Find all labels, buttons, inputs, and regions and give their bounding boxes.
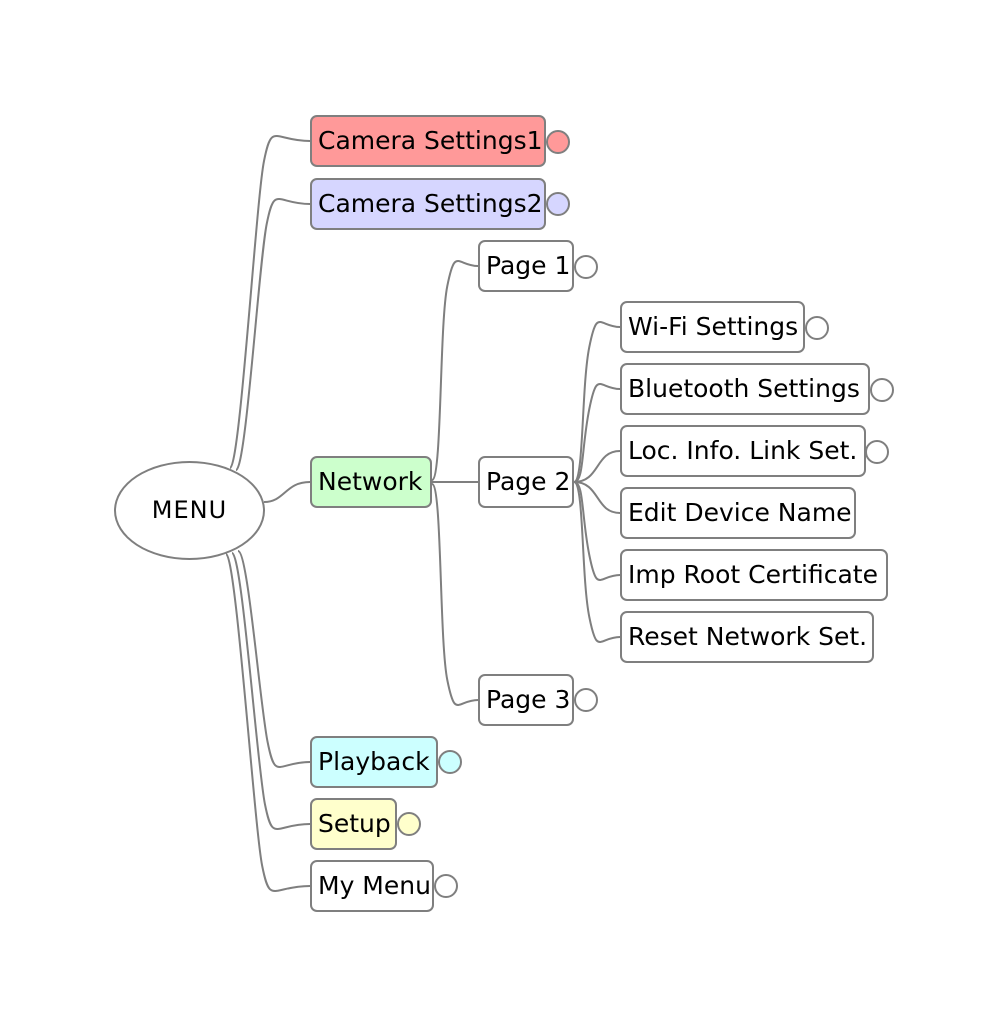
link-page-2-bluetooth-settings (573, 383, 621, 483)
node-camera-settings1[interactable]: Camera Settings1 (310, 115, 546, 167)
link-page-2-edit-device-name (573, 481, 621, 514)
node-playback[interactable]: Playback (310, 736, 438, 788)
node-page-3[interactable]: Page 3 (478, 674, 574, 726)
node-imp-root-certificate[interactable]: Imp Root Certificate (620, 549, 888, 601)
node-page-1[interactable]: Page 1 (478, 240, 574, 292)
node-wifi-settings[interactable]: Wi-Fi Settings (620, 301, 805, 353)
link-menu-camera-settings1 (229, 135, 311, 469)
node-setup[interactable]: Setup (310, 798, 397, 850)
expand-toggle-setup[interactable] (397, 812, 421, 836)
node-loc-info-link-set[interactable]: Loc. Info. Link Set. (620, 425, 866, 477)
expand-toggle-my-menu[interactable] (434, 874, 458, 898)
expand-toggle-playback[interactable] (438, 750, 462, 774)
expand-toggle-page-3[interactable] (574, 688, 598, 712)
node-network[interactable]: Network (310, 456, 432, 508)
link-menu-network (263, 481, 311, 503)
link-network-page-1 (431, 260, 479, 481)
link-network-page-3 (431, 483, 479, 706)
expand-toggle-page-1[interactable] (574, 255, 598, 279)
link-page-2-reset-network-set (573, 481, 621, 643)
root-node-menu[interactable]: MENU (114, 461, 265, 560)
link-menu-my-menu (225, 553, 311, 892)
link-menu-camera-settings2 (235, 198, 311, 471)
node-edit-device-name[interactable]: Edit Device Name (620, 487, 856, 539)
node-my-menu[interactable]: My Menu (310, 860, 434, 912)
link-page-2-wifi-settings (573, 321, 621, 483)
link-page-2-loc-info-link-set (573, 450, 621, 483)
expand-toggle-loc-info-link-set[interactable] (865, 440, 889, 464)
expand-toggle-camera-settings1[interactable] (546, 130, 570, 154)
node-page-2[interactable]: Page 2 (478, 456, 574, 508)
link-page-2-imp-root-certificate (573, 481, 621, 581)
node-camera-settings2[interactable]: Camera Settings2 (310, 178, 546, 230)
link-menu-setup (231, 552, 311, 830)
link-menu-playback (237, 550, 311, 768)
node-reset-network-set[interactable]: Reset Network Set. (620, 611, 874, 663)
expand-toggle-bluetooth-settings[interactable] (870, 378, 894, 402)
expand-toggle-wifi-settings[interactable] (805, 316, 829, 340)
expand-toggle-camera-settings2[interactable] (546, 192, 570, 216)
node-bluetooth-settings[interactable]: Bluetooth Settings (620, 363, 870, 415)
